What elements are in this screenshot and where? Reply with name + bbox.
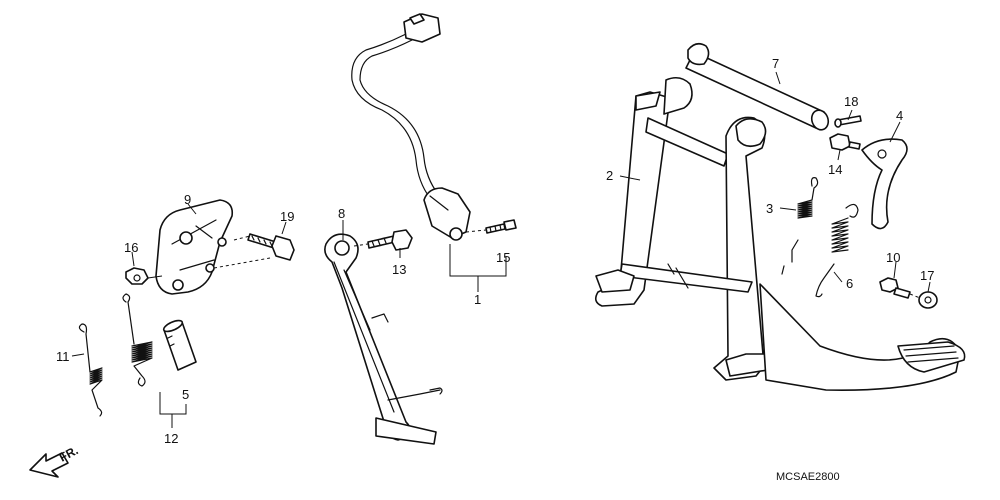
callout-10: 10 [886,250,900,265]
callout-15: 15 [496,250,510,265]
callout-6: 6 [846,276,853,291]
callout-11: 11 [56,349,70,364]
front-direction-arrow: FR. [29,443,80,478]
callout-7: 7 [772,56,779,71]
nut-16 [125,267,149,285]
bracket-4 [861,138,908,230]
callout-13: 13 [392,262,406,277]
bolt-13 [367,229,413,251]
bolt-14 [829,133,861,151]
washer-17 [918,291,938,309]
side-stand-8 [324,233,443,445]
callout-14: 14 [828,162,842,177]
bolt-19 [247,233,295,261]
callout-5: 5 [182,387,189,402]
spring-3 [781,177,819,275]
callout-9: 9 [184,192,191,207]
switch-1 [423,187,471,241]
callout-8: 8 [338,206,345,221]
pivot-shaft-7 [685,42,830,131]
callout-19: 19 [280,209,294,224]
callout-3: 3 [766,201,773,216]
pin-18 [834,115,862,128]
callout-16: 16 [124,240,138,255]
callout-4: 4 [896,108,903,123]
screw-15 [485,219,517,234]
callout-2: 2 [606,168,613,183]
callout-18: 18 [844,94,858,109]
switch-wire [351,13,441,199]
collar-5 [162,319,197,371]
callout-12: 12 [164,431,178,446]
callout-1: 1 [474,292,481,307]
diagram-code: MCSAE2800 [776,471,840,483]
spring-11 [78,323,103,417]
spring-6 [815,203,859,298]
bracket-9 [155,199,234,295]
main-stand-2 [594,76,966,391]
bolt-10 [879,277,911,299]
callout-17: 17 [920,268,934,283]
spring-12 [122,293,153,387]
